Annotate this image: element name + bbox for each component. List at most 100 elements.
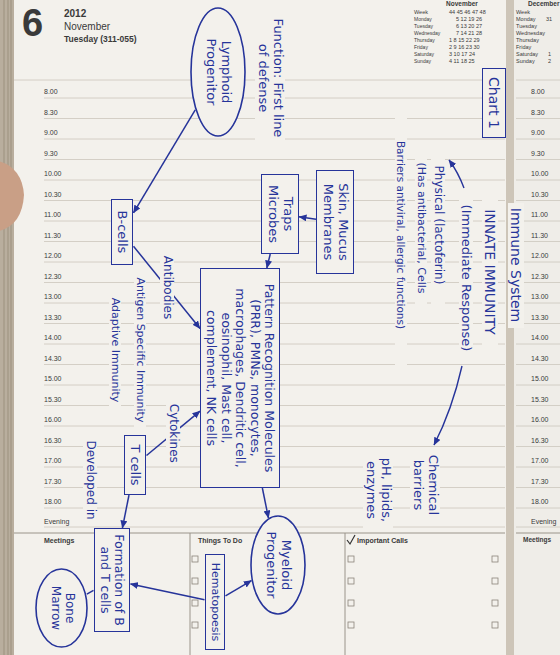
handwritten-note: Adaptive Immunity <box>109 288 122 413</box>
time-label: 16.30 <box>531 437 549 444</box>
planner-label: 2012 <box>64 9 86 19</box>
planner-label: Saturday <box>516 52 538 58</box>
planner-label: Week <box>414 10 428 16</box>
time-label: 9.00 <box>531 129 545 136</box>
connector-arrow <box>267 254 270 268</box>
time-label: 12.30 <box>531 273 549 280</box>
ink-arrow <box>434 366 462 445</box>
planner-label: December <box>528 1 559 8</box>
time-label: 8.00 <box>531 88 545 95</box>
connector-arrow <box>122 495 129 528</box>
planner-label: 3 10 17 24 <box>449 52 475 58</box>
edge-label: Cytokines <box>166 402 180 465</box>
planner-label: 5 12 19 26 <box>456 17 482 23</box>
rule-lines <box>14 80 505 527</box>
thumb <box>0 160 24 232</box>
time-label: 14.30 <box>531 355 549 362</box>
planner-label: Monday <box>516 17 536 23</box>
connector-arrow <box>262 488 268 518</box>
planner-label: Evening <box>531 518 556 525</box>
handwritten-note: (Immediate Response) <box>459 196 474 361</box>
node-text: Myeloid Progenitor <box>263 530 293 600</box>
ellipse-outline <box>191 8 245 136</box>
handwritten-note: Barriers antiviral, allergic functions) <box>395 105 407 365</box>
handwritten-note: Physical (lactoferin) <box>431 143 445 308</box>
ellipse-outline <box>251 516 305 614</box>
time-label: 18.00 <box>531 498 549 505</box>
time-label: 8.30 <box>44 109 58 116</box>
node-text: Traps Microbes <box>265 180 295 248</box>
page-edges <box>4 0 11 655</box>
progenitor-ellipse: Myeloid Progenitor <box>250 515 306 615</box>
time-label: 15.30 <box>531 396 549 403</box>
ellipse-outline <box>37 569 88 647</box>
time-label: 15.30 <box>44 396 62 403</box>
connector-arrow <box>131 584 205 600</box>
concept-box: Traps Microbes <box>261 174 299 254</box>
time-label: 17.30 <box>44 478 62 485</box>
handwritten-note: Developed in <box>83 436 97 524</box>
planner-label: Saturday <box>414 52 434 57</box>
time-label: 13.30 <box>531 314 549 321</box>
planner-label: Meetings <box>523 537 551 544</box>
time-label: 14.30 <box>44 355 62 362</box>
time-label: 12.00 <box>531 252 549 259</box>
planner-label: Wednesday <box>516 31 545 37</box>
planner-label: Tuesday <box>516 24 537 30</box>
planner-label: Week <box>516 10 530 16</box>
time-label: 9.00 <box>44 129 58 136</box>
progenitor-ellipse: Bone Marrow <box>36 568 89 648</box>
node-text: Skin, Mucus Membranes <box>320 176 350 268</box>
connector-arrow <box>134 110 196 213</box>
time-label: 13.00 <box>531 293 549 300</box>
planner-label: Tuesday (311-055) <box>64 35 137 44</box>
time-label: 17.00 <box>44 457 62 464</box>
time-label: 13.00 <box>44 293 62 300</box>
time-label: 16.30 <box>44 437 62 444</box>
check-mark <box>347 535 355 544</box>
node-text: Bone Marrow <box>48 580 76 636</box>
planner-label: Things To Do <box>198 537 242 544</box>
time-label: 15.00 <box>531 375 549 382</box>
checkboxes <box>192 556 498 628</box>
time-label: 10.30 <box>531 191 549 198</box>
time-label: 9.30 <box>44 150 58 157</box>
concept-box: Hematopoesis <box>205 554 226 650</box>
time-label: 11.00 <box>44 211 61 218</box>
time-label: 16.00 <box>44 416 62 423</box>
node-text: Chart 1 <box>486 74 502 132</box>
concept-box: Chart 1 <box>482 68 506 138</box>
node-text: T cells <box>128 441 143 489</box>
planner-label: 7 14 21 28 <box>456 31 482 37</box>
time-label: 17.00 <box>531 457 549 464</box>
handwritten-note: Antigen Specific Immunity <box>134 270 147 430</box>
planner-label: 2 <box>548 59 551 65</box>
time-label: 10.00 <box>44 170 62 177</box>
planner-label: 1 <box>548 52 551 58</box>
planner-label: Friday <box>414 45 428 50</box>
planner-label: Important Calls <box>357 537 408 544</box>
concept-box: T cells <box>124 435 147 495</box>
time-label: 12.30 <box>44 273 62 280</box>
planner-label: Meetings <box>44 537 74 544</box>
connector-arrow <box>299 217 316 219</box>
planner-label: Sunday <box>516 59 535 65</box>
planner-label: Wednesday <box>414 31 440 36</box>
planner-label: 1 8 15 22 29 <box>449 38 480 44</box>
planner-label: 4 11 18 25 <box>449 59 475 65</box>
right-page <box>514 0 560 655</box>
node-text: Lymphoid Progenitor <box>203 27 233 117</box>
planner-label: Thursday <box>516 38 539 44</box>
connector-arrow <box>226 581 252 596</box>
time-label: 8.30 <box>531 109 545 116</box>
time-label: 16.00 <box>531 416 549 423</box>
time-label: 11.30 <box>44 232 61 239</box>
planner-label: 2 9 16 23 30 <box>449 45 480 51</box>
time-label: 10.30 <box>44 191 62 198</box>
node-text: Pattern Recognition Molecules (PRR), PMN… <box>204 274 276 482</box>
concept-box: Pattern Recognition Molecules (PRR), PMN… <box>200 268 280 488</box>
node-text: Formation of B and T cells <box>98 534 127 626</box>
